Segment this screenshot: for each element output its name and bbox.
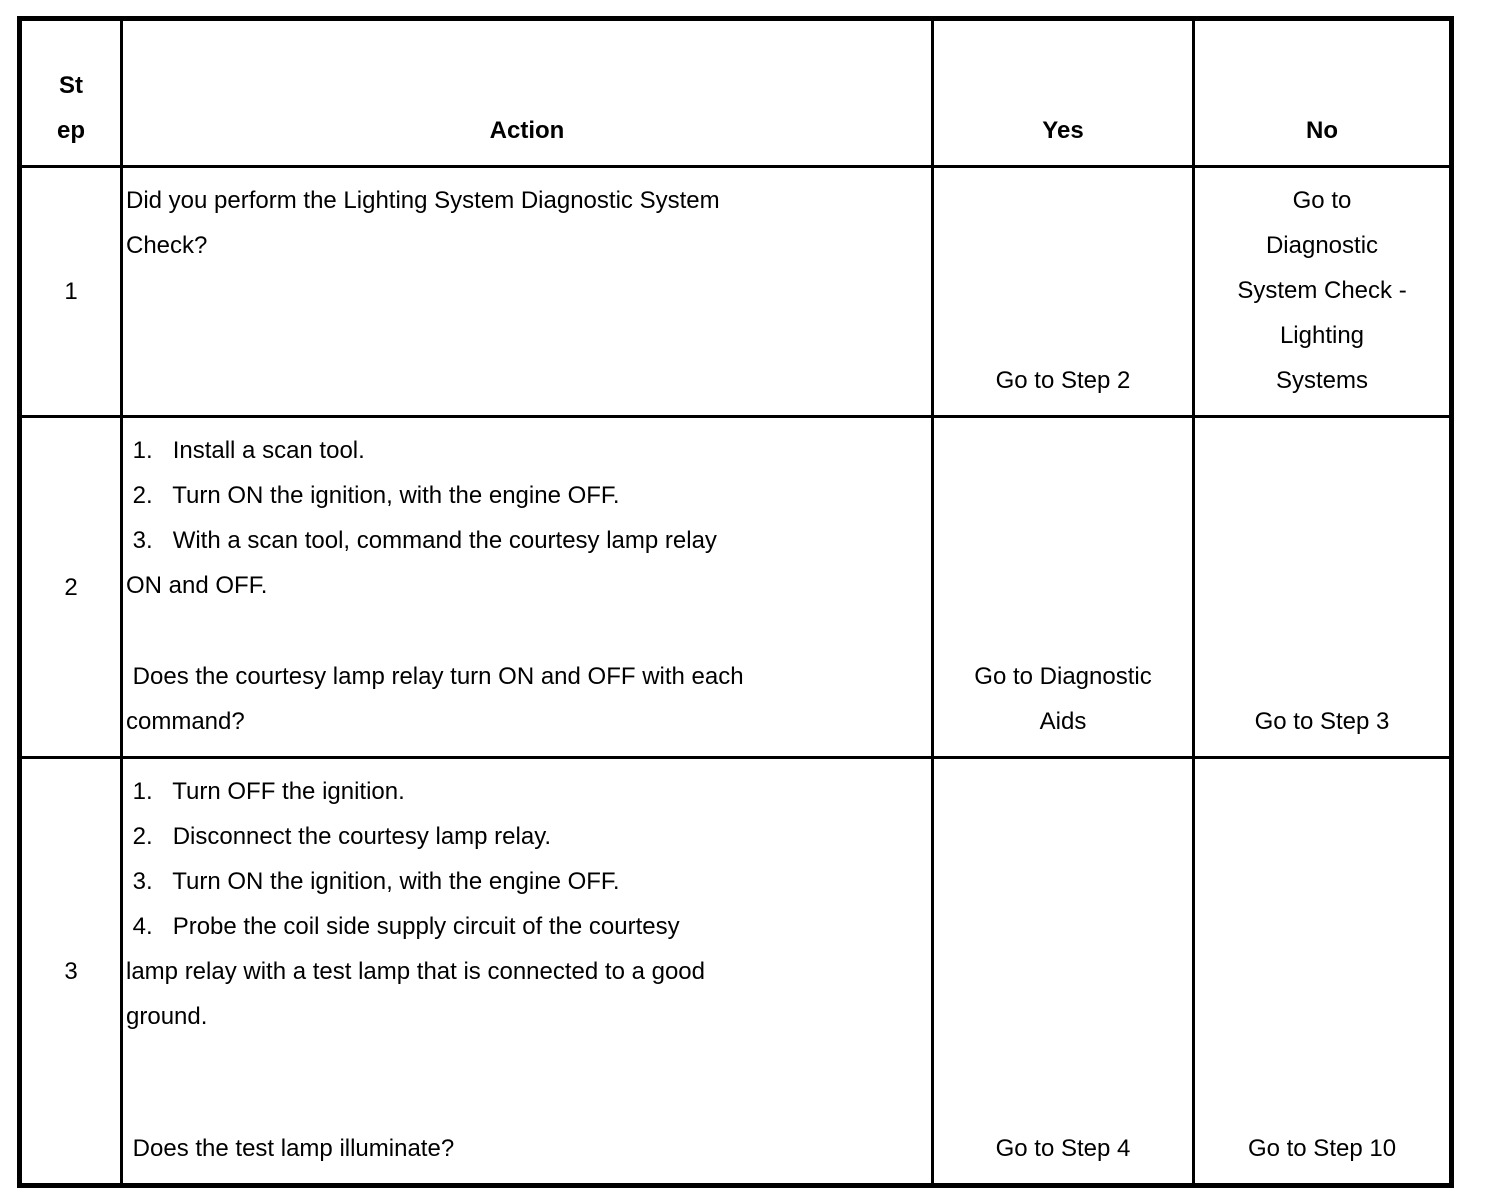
row2-yes-cell: Go to Diagnostic Aids <box>934 418 1192 756</box>
row3-action-question: Does the test lamp illuminate? <box>126 1135 455 1162</box>
row2-action-cell: 1. Install a scan tool. 2. Turn ON the i… <box>123 418 931 756</box>
header-yes: Yes <box>934 21 1192 165</box>
row3-step-number: 3 <box>64 957 78 985</box>
header-yes-label: Yes <box>1042 117 1084 144</box>
row2-no-cell: Go to Step 3 <box>1195 418 1449 756</box>
row1-yes-text: Go to Step 2 <box>995 367 1131 394</box>
header-step-label: St ep <box>56 72 85 144</box>
row3-step-cell: 3 <box>22 759 120 1183</box>
row1-action-cell: Did you perform the Lighting System Diag… <box>123 168 931 415</box>
header-step: St ep <box>22 21 120 165</box>
header-no: No <box>1195 21 1449 165</box>
row1-step-number: 1 <box>64 278 78 305</box>
row1-no-text: Go to Diagnostic System Check - Lighting… <box>1237 187 1407 394</box>
row1-action-text: Did you perform the Lighting System Diag… <box>126 187 720 259</box>
row3-action-cell: 1. Turn OFF the ignition. 2. Disconnect … <box>123 759 931 1183</box>
header-action-label: Action <box>489 117 565 144</box>
row1-step-cell: 1 <box>22 168 120 415</box>
row2-action-question: Does the courtesy lamp relay turn ON and… <box>126 663 744 735</box>
row2-no-text: Go to Step 3 <box>1254 708 1390 735</box>
row2-step-cell: 2 <box>22 418 120 756</box>
row3-yes-cell: Go to Step 4 <box>934 759 1192 1183</box>
row2-step-number: 2 <box>64 573 78 601</box>
row1-yes-cell: Go to Step 2 <box>934 168 1192 415</box>
row3-no-text: Go to Step 10 <box>1247 1135 1397 1162</box>
header-action: Action <box>123 21 931 165</box>
row1-no-cell: Go to Diagnostic System Check - Lighting… <box>1195 168 1449 415</box>
row3-no-cell: Go to Step 10 <box>1195 759 1449 1183</box>
row2-action-text: 1. Install a scan tool. 2. Turn ON the i… <box>126 437 717 599</box>
row3-yes-text: Go to Step 4 <box>995 1135 1131 1162</box>
diagnostic-table: St ep Action Yes No 1 Did you perform th… <box>17 16 1454 1188</box>
row2-yes-text: Go to Diagnostic Aids <box>974 663 1152 735</box>
row3-action-text: 1. Turn OFF the ignition. 2. Disconnect … <box>126 778 705 1030</box>
header-no-label: No <box>1306 117 1338 144</box>
